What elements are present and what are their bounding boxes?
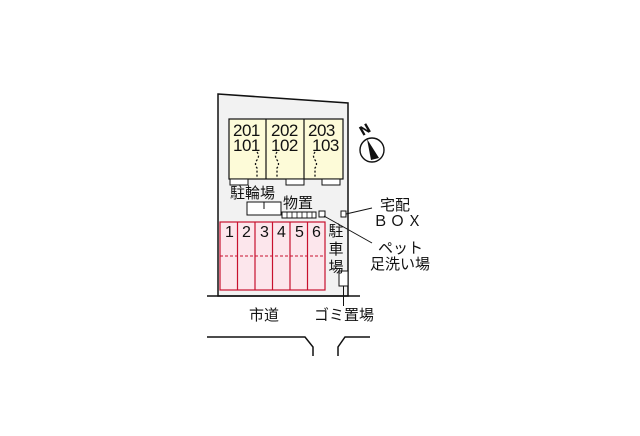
unit-202-label: 202 — [271, 121, 298, 140]
parking-label: 駐 車 場 — [328, 222, 344, 276]
storage-area — [281, 211, 317, 219]
parking-label-char-3: 場 — [328, 258, 344, 276]
garbage-label: ゴミ置場 — [314, 306, 375, 324]
road-line-left — [207, 336, 314, 356]
unit-103-label: 103 — [312, 136, 339, 155]
parking-space-3: 3 — [260, 224, 269, 241]
parking-label-char-1: 駐 — [328, 222, 344, 240]
unit-102-label: 102 — [271, 136, 298, 155]
parking-label-char-2: 車 — [328, 240, 344, 258]
storage-label: 物置 — [283, 194, 314, 212]
parking-space-1: 1 — [225, 224, 234, 241]
bicycle-parking-label: 駐輪場 — [230, 184, 276, 202]
parking-space-4: 4 — [277, 224, 286, 241]
unit-201-label: 201 — [233, 121, 260, 140]
pet-wash-label-2: 足洗い場 — [370, 255, 431, 273]
road-line-right — [337, 336, 370, 356]
unit-101-label: 101 — [233, 136, 260, 155]
apartment-building — [228, 118, 344, 180]
delivery-box-label-2: ＢＯＸ — [373, 212, 425, 230]
unit-203-label: 203 — [308, 121, 335, 140]
pet-wash-box — [318, 210, 326, 218]
delivery-box — [340, 210, 347, 218]
compass-icon — [359, 137, 385, 163]
road-label: 市道 — [249, 306, 280, 324]
parking-space-5: 5 — [295, 224, 304, 241]
pet-wash-label: ペット — [378, 239, 424, 257]
parking-space-2: 2 — [242, 224, 251, 241]
delivery-box-label: 宅配 — [380, 196, 411, 214]
parking-space-6: 6 — [312, 224, 321, 241]
